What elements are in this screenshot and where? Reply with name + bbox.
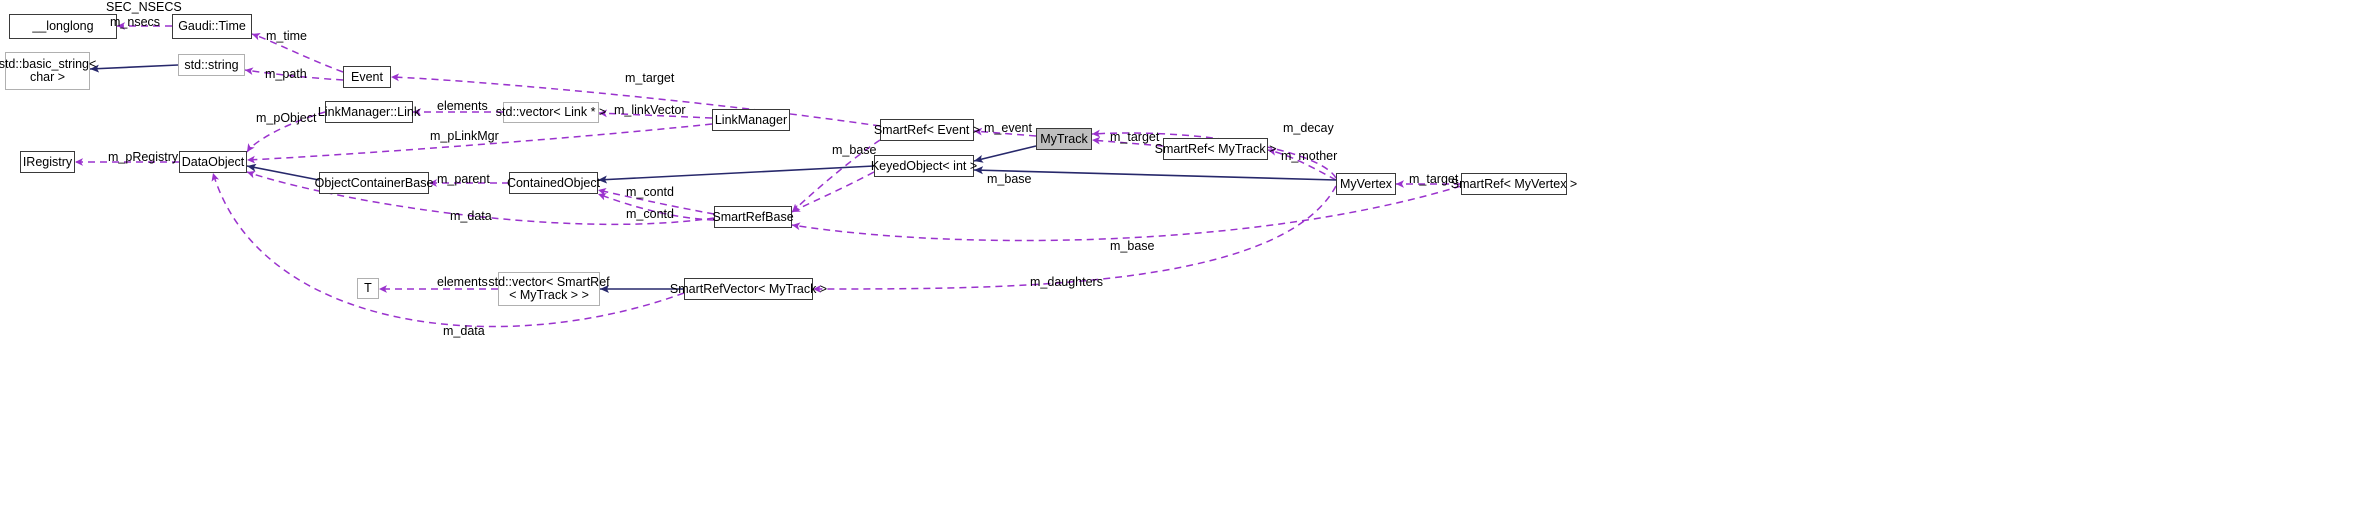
edge-label: SEC_NSECS: [106, 0, 182, 14]
edge-label: m_decay: [1283, 121, 1334, 135]
class-node-vectorsmartref[interactable]: std::vector< SmartRef < MyTrack > >: [488, 272, 610, 306]
edge-label: m_time: [266, 29, 307, 43]
edge-e17: [791, 171, 875, 213]
class-node-linkmanager[interactable]: LinkManager: [712, 109, 790, 131]
edge-label: m_data: [450, 209, 492, 223]
edge-label: m_target: [625, 71, 675, 85]
class-node-smartrefbase[interactable]: SmartRefBase: [712, 206, 794, 228]
edge-label: m_target: [1110, 130, 1160, 144]
class-node-smartrefmyvertex[interactable]: SmartRef< MyVertex >: [1451, 173, 1577, 195]
edge-e13: [597, 187, 715, 215]
edge-label: m_pLinkMgr: [430, 129, 499, 143]
edge-label: m_pObject: [256, 111, 317, 125]
edge-label: m_linkVector: [614, 103, 686, 117]
edge-e30: [211, 172, 685, 328]
edge-label: m_nsecs: [110, 15, 161, 29]
edge-e8: [246, 123, 713, 164]
class-node-keyedobject[interactable]: KeyedObject< int >: [871, 155, 977, 177]
edge-e7: [598, 109, 713, 119]
edge-e18: [791, 185, 1462, 242]
edge-label: m_path: [265, 67, 307, 81]
class-node-longlong[interactable]: __longlong: [9, 14, 117, 39]
class-node-objcontainer[interactable]: ObjectContainerBase: [315, 172, 433, 194]
class-node-mytrack[interactable]: MyTrack: [1036, 128, 1092, 150]
edge-label: m_base: [832, 143, 877, 157]
edge-label: m_mother: [1281, 149, 1338, 163]
class-node-iregistry[interactable]: IRegistry: [20, 151, 75, 173]
edge-e9: [390, 73, 881, 127]
class-node-smartrefvector[interactable]: SmartRefVector< MyTrack >: [670, 278, 827, 300]
class-node-vectorlink[interactable]: std::vector< Link * >: [496, 102, 606, 123]
edge-label: m_base: [1110, 239, 1155, 253]
edge-label: m_target: [1409, 172, 1459, 186]
class-node-tparam[interactable]: T: [357, 278, 379, 299]
edge-e3: [89, 64, 179, 73]
class-node-basicstring[interactable]: std::basic_string< char >: [0, 52, 96, 90]
edge-e5: [246, 111, 326, 153]
edge-label: m_contd: [626, 185, 674, 199]
edge-e4: [244, 67, 344, 81]
class-node-event[interactable]: Event: [343, 66, 391, 88]
edge-e23: [1267, 147, 1337, 181]
edge-e14: [597, 193, 715, 221]
edge-label: elements: [437, 99, 488, 113]
edge-e16: [791, 139, 881, 213]
class-node-smartrefmytrack[interactable]: SmartRef< MyTrack >: [1155, 138, 1276, 160]
edge-label: m_data: [443, 324, 485, 338]
class-node-myvertex[interactable]: MyVertex: [1336, 173, 1396, 195]
class-node-dataobject[interactable]: DataObject: [179, 151, 247, 173]
edge-label: m_event: [984, 121, 1032, 135]
edge-e15: [597, 165, 875, 184]
edge-e29: [812, 185, 1337, 293]
edge-label: elements: [437, 275, 488, 289]
edge-label: m_contd: [626, 207, 674, 221]
edge-e19: [973, 127, 1037, 137]
edge-e2: [251, 32, 344, 73]
edge-label: m_base: [987, 172, 1032, 186]
edge-label: m_daughters: [1030, 275, 1103, 289]
class-node-smartrefevent[interactable]: SmartRef< Event >: [874, 119, 980, 141]
class-node-gauditime[interactable]: Gaudi::Time: [172, 14, 252, 39]
edge-label: m_parent: [437, 172, 490, 186]
edge-e11: [246, 163, 320, 181]
class-node-stdstring[interactable]: std::string: [178, 54, 245, 76]
edge-e25: [973, 166, 1337, 181]
class-node-containedobj[interactable]: ContainedObject: [507, 172, 600, 194]
edge-e20: [973, 145, 1037, 163]
edge-label: m_pRegistry: [108, 150, 179, 164]
class-node-linkmanagerlink[interactable]: LinkManager::Link: [318, 101, 420, 123]
